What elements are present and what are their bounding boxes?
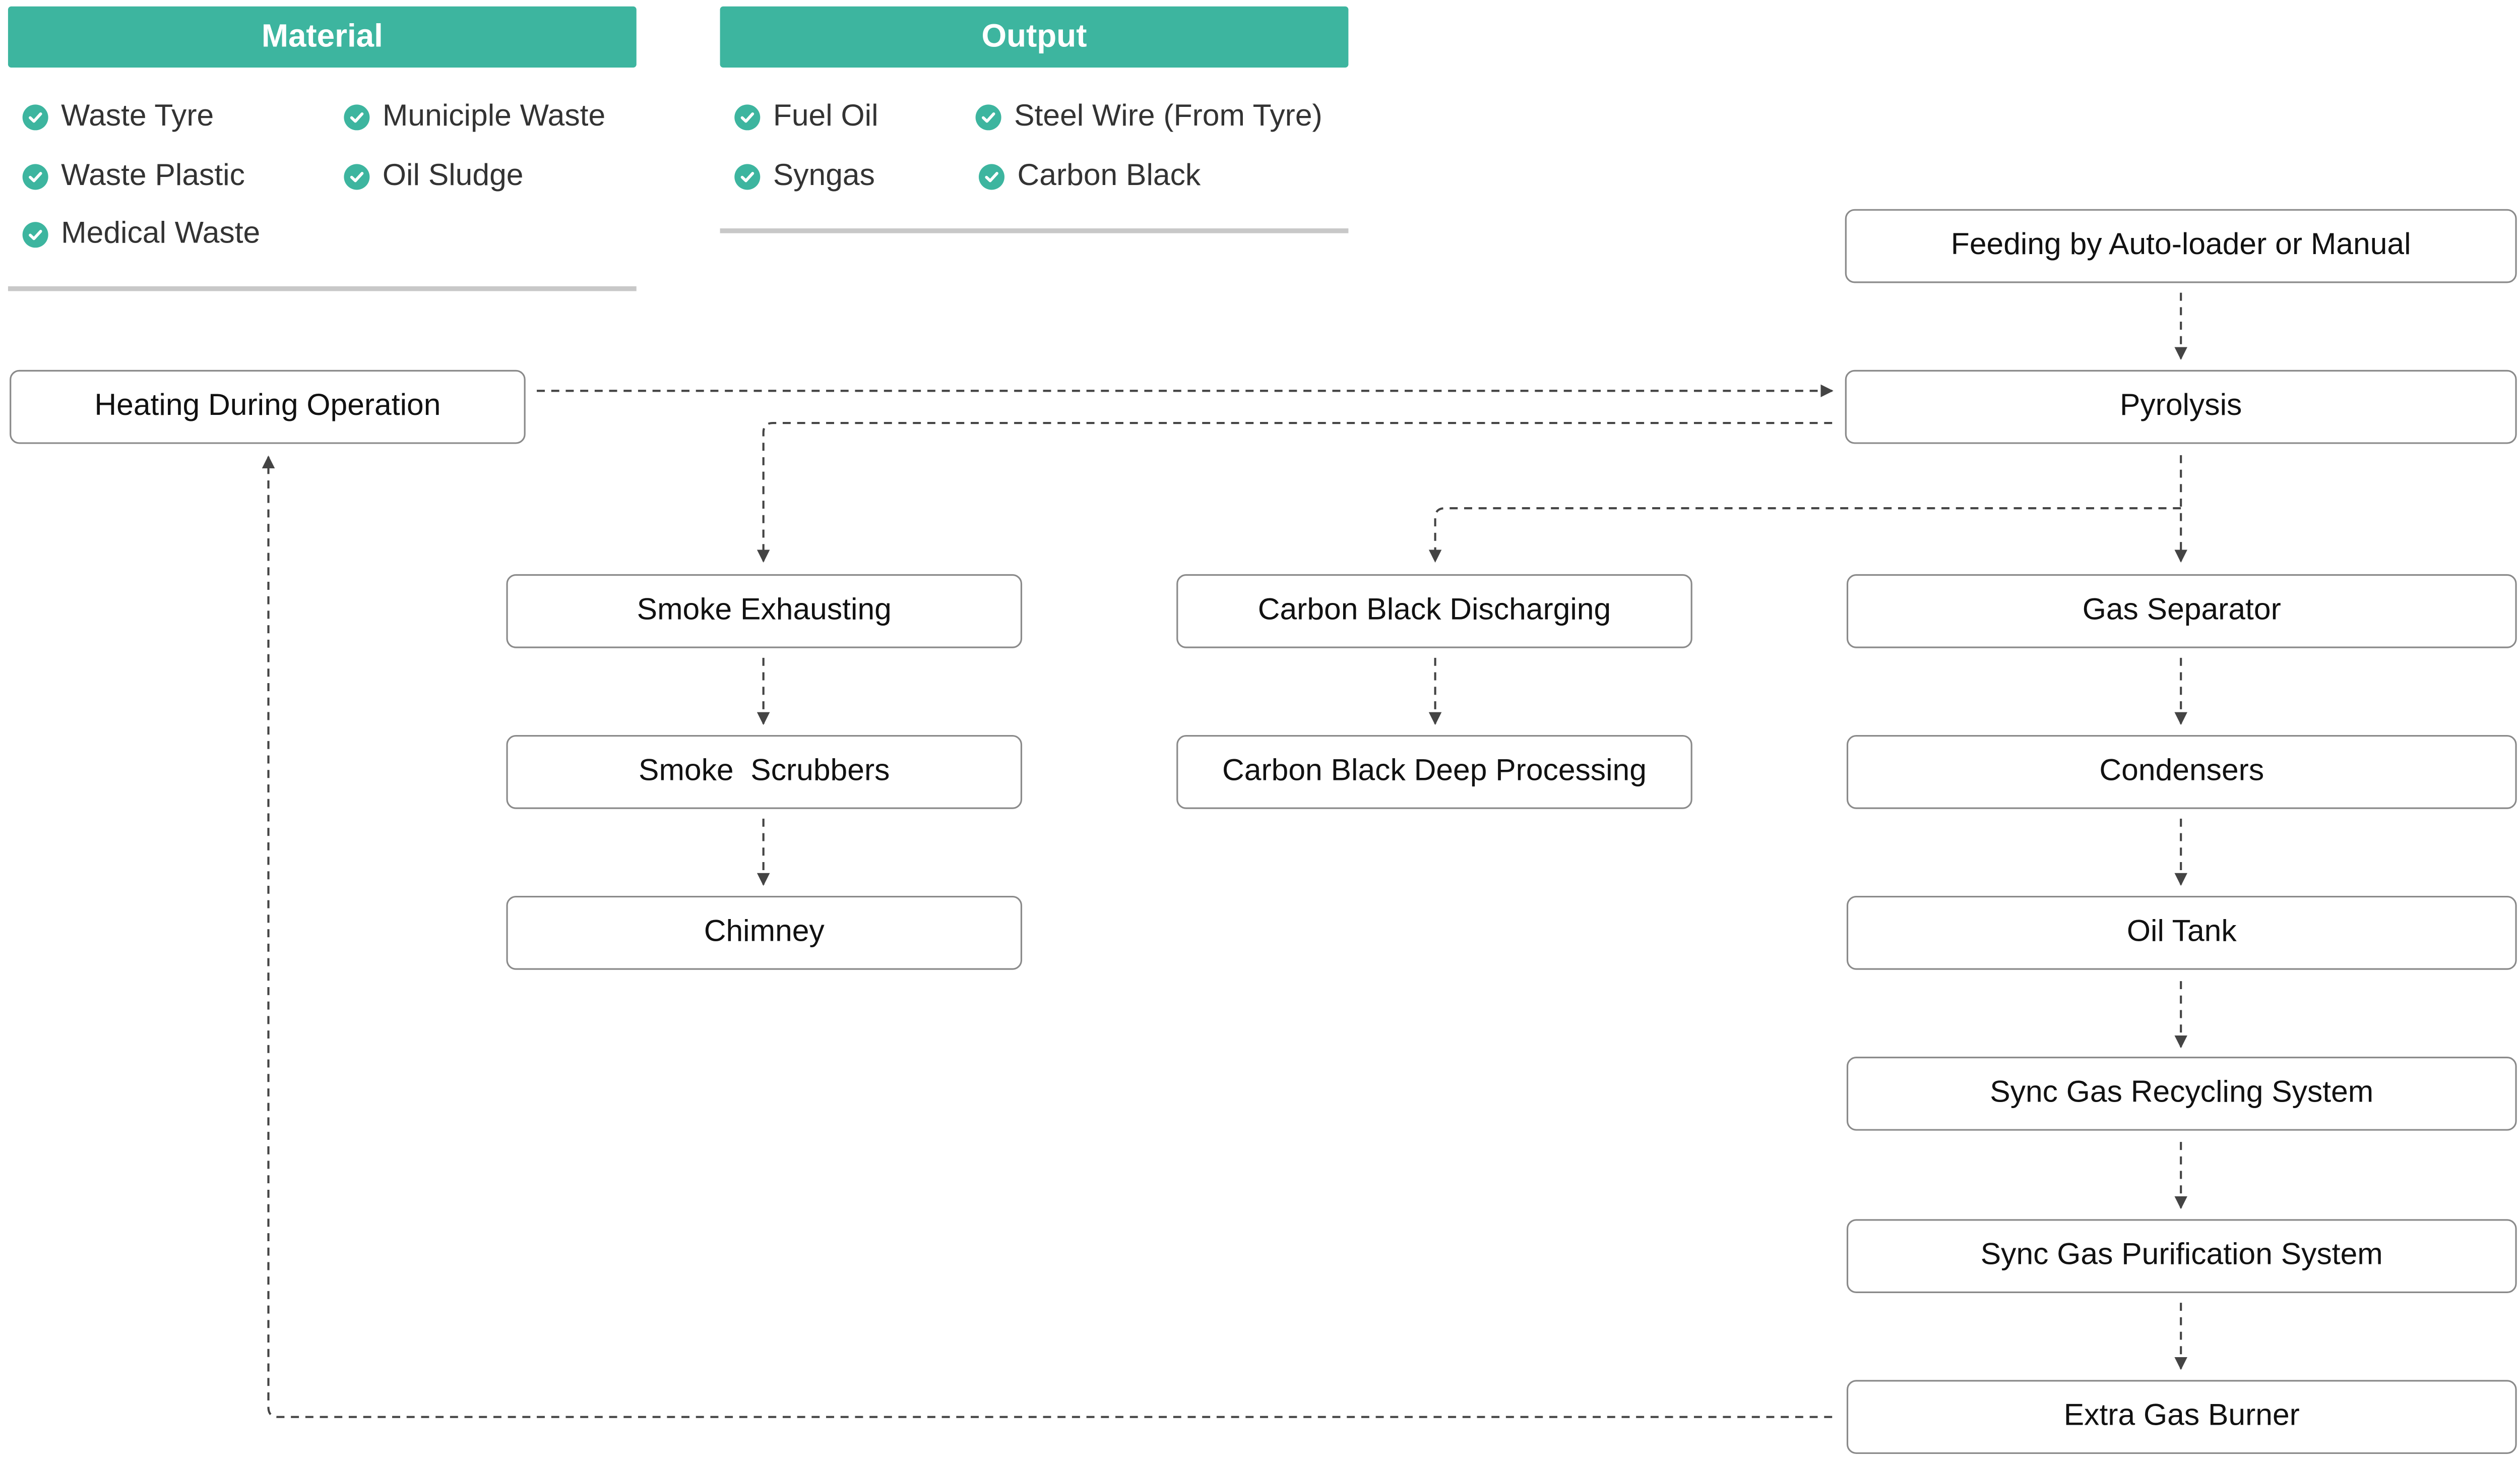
- check-circle-icon: [22, 104, 48, 131]
- node-chimney-label: Chimney: [704, 915, 825, 949]
- node-pyrolysis: Pyrolysis: [1845, 370, 2517, 444]
- node-sync-gas-recycling-label: Sync Gas Recycling System: [1990, 1076, 2374, 1110]
- material-item-label: Municiple Waste: [382, 99, 606, 134]
- node-condensers-label: Condensers: [2099, 754, 2264, 788]
- node-sync-gas-recycling: Sync Gas Recycling System: [1846, 1057, 2517, 1131]
- node-cb-discharging: Carbon Black Discharging: [1176, 574, 1692, 648]
- check-circle-icon: [734, 104, 761, 131]
- material-item-label: Waste Plastic: [61, 159, 245, 193]
- check-circle-icon: [978, 164, 1004, 190]
- output-item: Carbon Black: [978, 156, 1201, 198]
- material-item-label: Medical Waste: [61, 217, 261, 251]
- node-cb-deep-processing: Carbon Black Deep Processing: [1176, 735, 1692, 809]
- node-gas-separator-label: Gas Separator: [2082, 593, 2281, 628]
- node-cb-deep-processing-label: Carbon Black Deep Processing: [1222, 754, 1647, 788]
- node-oil-tank-label: Oil Tank: [2126, 915, 2237, 949]
- material-item: Medical Waste: [22, 214, 261, 256]
- material-panel-divider: [8, 286, 637, 291]
- check-circle-icon: [22, 164, 48, 190]
- check-circle-icon: [22, 222, 48, 248]
- node-sync-gas-purification-label: Sync Gas Purification System: [1980, 1238, 2383, 1272]
- check-circle-icon: [734, 164, 761, 190]
- node-condensers: Condensers: [1846, 735, 2517, 809]
- edge-pyrolysis-to-cb-discharging: [1428, 507, 2181, 563]
- output-item: Steel Wire (From Tyre): [975, 96, 1322, 138]
- node-feeding: Feeding by Auto-loader or Manual: [1845, 209, 2517, 283]
- node-extra-gas-burner-label: Extra Gas Burner: [2063, 1399, 2300, 1433]
- check-circle-icon: [344, 164, 370, 190]
- node-sync-gas-purification: Sync Gas Purification System: [1846, 1219, 2517, 1294]
- output-panel-divider: [720, 228, 1349, 233]
- output-item-label: Fuel Oil: [773, 99, 878, 134]
- node-chimney: Chimney: [506, 895, 1023, 970]
- output-item-label: Syngas: [773, 159, 875, 193]
- check-circle-icon: [344, 104, 370, 131]
- material-panel-header: Material: [8, 6, 637, 68]
- output-item-label: Carbon Black: [1017, 159, 1201, 193]
- output-item-label: Steel Wire (From Tyre): [1014, 99, 1322, 134]
- output-panel-title: Output: [981, 18, 1087, 54]
- node-smoke-scrubbers: Smoke Scrubbers: [506, 735, 1023, 809]
- output-item: Fuel Oil: [734, 96, 878, 138]
- material-item-label: Oil Sludge: [382, 159, 524, 193]
- node-extra-gas-burner: Extra Gas Burner: [1846, 1380, 2517, 1454]
- node-smoke-exhausting-label: Smoke Exhausting: [637, 593, 892, 628]
- material-item: Waste Tyre: [22, 96, 214, 138]
- edge-pyrolysis-to-smoke-exhausting: [757, 421, 1833, 563]
- material-item: Municiple Waste: [344, 96, 605, 138]
- node-oil-tank: Oil Tank: [1846, 895, 2517, 970]
- material-item: Oil Sludge: [344, 156, 524, 198]
- node-pyrolysis-label: Pyrolysis: [2119, 389, 2242, 423]
- edge-extra-burner-to-heating: [262, 455, 1833, 1418]
- node-cb-discharging-label: Carbon Black Discharging: [1257, 593, 1611, 628]
- output-panel-header: Output: [720, 6, 1349, 68]
- output-item: Syngas: [734, 156, 875, 198]
- node-smoke-exhausting: Smoke Exhausting: [506, 574, 1023, 648]
- node-heating: Heating During Operation: [10, 370, 526, 444]
- node-feeding-label: Feeding by Auto-loader or Manual: [1950, 228, 2411, 263]
- material-panel-title: Material: [261, 18, 383, 54]
- node-smoke-scrubbers-label: Smoke Scrubbers: [639, 754, 890, 788]
- node-heating-label: Heating During Operation: [94, 389, 441, 423]
- material-item: Waste Plastic: [22, 156, 245, 198]
- check-circle-icon: [975, 104, 1001, 131]
- material-item-label: Waste Tyre: [61, 99, 214, 134]
- node-gas-separator: Gas Separator: [1846, 574, 2517, 648]
